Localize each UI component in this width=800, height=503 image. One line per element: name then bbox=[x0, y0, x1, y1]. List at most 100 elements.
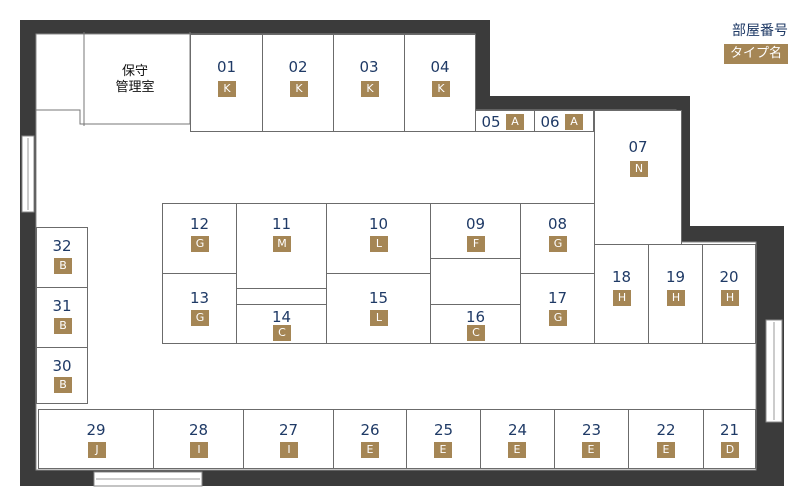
room-number: 32 bbox=[52, 237, 72, 255]
room-01[interactable]: 01 K bbox=[190, 34, 263, 132]
room-number: 11 bbox=[271, 215, 292, 233]
room-type-badge: E bbox=[361, 442, 379, 458]
room-type-badge: E bbox=[434, 442, 452, 458]
room-number: 07 bbox=[628, 138, 648, 156]
room-number: 28 bbox=[188, 421, 209, 439]
room-type-badge: H bbox=[613, 290, 631, 306]
room-16[interactable]: 16 C bbox=[430, 304, 521, 344]
room-23[interactable]: 23 E bbox=[554, 409, 629, 469]
room-type-badge: F bbox=[467, 236, 485, 252]
room-13[interactable]: 13 G bbox=[162, 273, 237, 344]
room-type-badge: I bbox=[280, 442, 298, 458]
room-27[interactable]: 27 I bbox=[243, 409, 334, 469]
room-number: 01 bbox=[216, 58, 237, 76]
legend-tag: タイプ名 bbox=[723, 44, 788, 64]
room-30[interactable]: 30 B bbox=[36, 347, 88, 404]
room-number: 18 bbox=[611, 268, 632, 286]
room-type-badge: C bbox=[467, 325, 485, 341]
room-type-badge: B bbox=[54, 377, 72, 393]
room-number: 24 bbox=[507, 421, 528, 439]
room-number: 19 bbox=[665, 268, 686, 286]
room-22[interactable]: 22 E bbox=[628, 409, 704, 469]
room-number: 22 bbox=[656, 421, 676, 439]
room-03[interactable]: 03 K bbox=[333, 34, 405, 132]
room-number: 23 bbox=[581, 421, 602, 439]
room-28[interactable]: 28 I bbox=[153, 409, 244, 469]
room-10[interactable]: 10 L bbox=[326, 203, 431, 274]
office-label-line1: 保守 bbox=[121, 64, 148, 79]
room-type-badge: B bbox=[54, 258, 72, 274]
room-type-badge: H bbox=[667, 290, 685, 306]
room-number: 12 bbox=[189, 215, 210, 233]
room-number: 29 bbox=[86, 421, 106, 439]
room-number: 02 bbox=[288, 58, 308, 76]
room-number: 10 bbox=[368, 215, 389, 233]
room-18[interactable]: 18 H bbox=[594, 244, 649, 344]
room-number: 13 bbox=[189, 289, 210, 307]
room-type-badge: H bbox=[721, 290, 739, 306]
room-type-badge: K bbox=[290, 81, 308, 97]
room-number: 04 bbox=[430, 58, 450, 76]
room-06[interactable]: 06 A bbox=[534, 110, 594, 132]
room-14[interactable]: 14 C bbox=[236, 304, 327, 344]
room-type-badge: A bbox=[506, 114, 524, 130]
room-type-badge: G bbox=[549, 310, 567, 326]
room-number: 30 bbox=[52, 357, 72, 375]
room-20[interactable]: 20 H bbox=[702, 244, 756, 344]
room-26[interactable]: 26 E bbox=[333, 409, 407, 469]
room-type-badge: B bbox=[54, 318, 72, 334]
room-number: 26 bbox=[360, 421, 380, 439]
room-type-badge: E bbox=[508, 442, 526, 458]
room-type-badge: G bbox=[191, 236, 209, 252]
room-number: 21 bbox=[719, 421, 740, 439]
room-25[interactable]: 25 E bbox=[406, 409, 481, 469]
room-type-badge: G bbox=[549, 236, 567, 252]
room-number: 31 bbox=[52, 297, 72, 315]
legend: 部屋番号 タイプ名 bbox=[723, 22, 788, 64]
room-24[interactable]: 24 E bbox=[480, 409, 555, 469]
room-32[interactable]: 32 B bbox=[36, 227, 88, 288]
room-05[interactable]: 05 A bbox=[475, 110, 535, 132]
room-17[interactable]: 17 G bbox=[520, 273, 595, 344]
room-type-badge: J bbox=[88, 442, 106, 458]
room-07[interactable]: 07 N bbox=[594, 110, 682, 245]
room-number: 14 bbox=[271, 308, 292, 326]
room-08[interactable]: 08 G bbox=[520, 203, 595, 274]
legend-title: 部屋番号 bbox=[732, 23, 788, 39]
maintenance-office-label: 保守 管理室 bbox=[100, 64, 170, 96]
office-label-line2: 管理室 bbox=[115, 80, 155, 95]
room-type-badge: K bbox=[218, 81, 236, 97]
room-number: 05 bbox=[481, 113, 501, 131]
room-21[interactable]: 21 D bbox=[703, 409, 756, 469]
room-number: 20 bbox=[719, 268, 739, 286]
room-type-badge: D bbox=[721, 442, 739, 458]
room-type-badge: I bbox=[190, 442, 208, 458]
room-type-badge: N bbox=[630, 161, 648, 177]
room-12[interactable]: 12 G bbox=[162, 203, 237, 274]
room-29[interactable]: 29 J bbox=[38, 409, 154, 469]
room-15[interactable]: 15 L bbox=[326, 273, 431, 344]
room-number: 03 bbox=[359, 58, 379, 76]
room-02[interactable]: 02 K bbox=[262, 34, 334, 132]
room-type-badge: M bbox=[273, 236, 291, 252]
room-type-badge: K bbox=[432, 81, 450, 97]
room-type-badge: E bbox=[657, 442, 675, 458]
room-number: 08 bbox=[547, 215, 568, 233]
room-number: 25 bbox=[433, 421, 454, 439]
room-type-badge: K bbox=[361, 81, 379, 97]
room-11[interactable]: 11 M bbox=[236, 203, 327, 289]
room-number: 16 bbox=[465, 308, 486, 326]
room-31[interactable]: 31 B bbox=[36, 287, 88, 348]
room-type-badge: L bbox=[370, 310, 388, 326]
room-09[interactable]: 09 F bbox=[430, 203, 521, 259]
room-type-badge: C bbox=[273, 325, 291, 341]
room-19[interactable]: 19 H bbox=[648, 244, 703, 344]
room-type-badge: E bbox=[582, 442, 600, 458]
room-type-badge: G bbox=[191, 310, 209, 326]
room-04[interactable]: 04 K bbox=[404, 34, 476, 132]
room-number: 27 bbox=[278, 421, 299, 439]
room-number: 17 bbox=[547, 289, 568, 307]
room-number: 15 bbox=[368, 289, 389, 307]
room-type-badge: L bbox=[370, 236, 388, 252]
